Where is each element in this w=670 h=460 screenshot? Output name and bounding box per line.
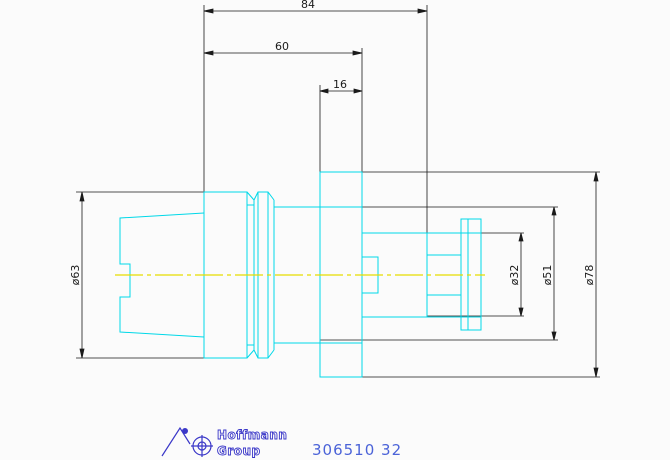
- dim-dia63-label: ø63: [69, 265, 82, 286]
- dim-dia32-label: ø32: [508, 265, 521, 286]
- dimension-lines: [76, 5, 600, 378]
- dim-dia51-label: ø51: [541, 265, 554, 286]
- logo-text-line1: Hoffmann: [217, 428, 287, 442]
- hoffmann-group-logo: Hoffmann Group: [161, 426, 287, 458]
- dim-dia78-label: ø78: [583, 265, 596, 286]
- dim-60-label: 60: [275, 40, 289, 53]
- logo-text-line2: Group: [217, 444, 261, 458]
- part-number: 306510 32: [312, 441, 402, 459]
- dim-84-label: 84: [301, 0, 315, 11]
- dim-16-label: 16: [333, 78, 347, 91]
- logo-mark-icon: [161, 426, 213, 457]
